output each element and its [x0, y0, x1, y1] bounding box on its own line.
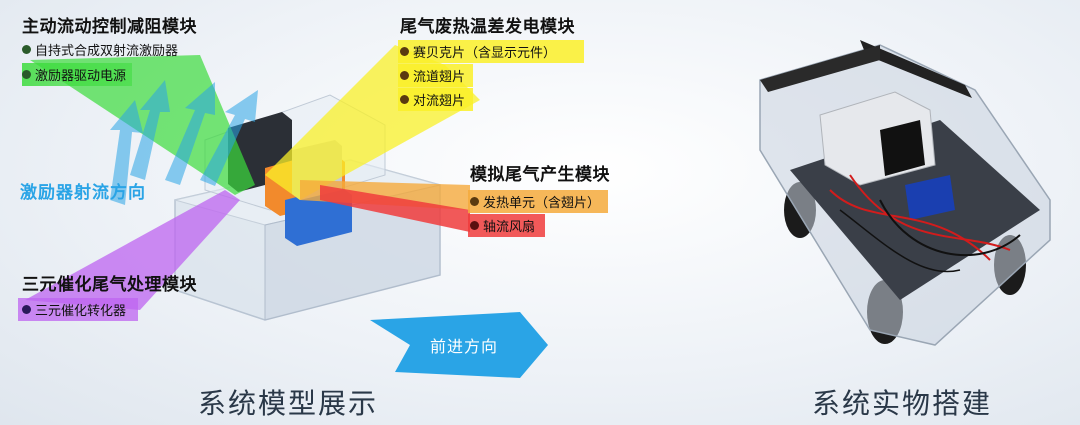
thermo-item-2-label: 流道翅片 — [413, 69, 466, 84]
forward-direction-label: 前进方向 — [430, 339, 499, 356]
red-beam — [320, 185, 470, 232]
active-item-2: 激励器驱动电源 — [22, 63, 133, 86]
bullet-icon — [470, 221, 479, 230]
forward-arrow-shape — [370, 312, 548, 378]
green-beam — [30, 55, 255, 195]
catalytic-module-title: 三元催化尾气处理模块 — [22, 275, 197, 294]
exhaust-sim-module-title: 模拟尾气产生模块 — [470, 165, 610, 184]
jet-arrows — [110, 80, 258, 205]
bullet-icon — [22, 45, 31, 54]
bullet-icon — [22, 70, 31, 79]
bullet-icon — [400, 71, 409, 80]
physical-car-body — [759, 40, 1051, 346]
active-item-2-label: 激励器驱动电源 — [35, 68, 127, 83]
thermo-item-1-label: 赛贝克片（含显示元件） — [413, 45, 557, 60]
active-item-1: 自持式合成双射流激励器 — [22, 40, 178, 59]
model-caption: 系统模型展示 — [198, 388, 379, 419]
purple-beam — [25, 190, 240, 310]
exhaust-sim-item-1-label: 发热单元（含翅片） — [483, 195, 601, 210]
active-module-title: 主动流动控制减阻模块 — [22, 17, 197, 36]
bullet-icon — [22, 305, 31, 314]
exhaust-sim-item-2: 轴流风扇 — [468, 214, 546, 237]
thermo-item-3-label: 对流翅片 — [413, 93, 466, 108]
jet-direction-label: 激励器射流方向 — [20, 183, 146, 202]
bullet-icon — [470, 197, 479, 206]
thermo-item-2: 流道翅片 — [398, 64, 474, 87]
thermo-item-3: 对流翅片 — [398, 88, 474, 111]
catalytic-item-1-label: 三元催化转化器 — [35, 303, 127, 318]
physical-caption: 系统实物搭建 — [812, 388, 993, 419]
exhaust-sim-item-2-label: 轴流风扇 — [483, 219, 536, 234]
thermo-module-title: 尾气废热温差发电模块 — [400, 17, 575, 36]
bullet-icon — [400, 95, 409, 104]
bullet-icon — [400, 47, 409, 56]
thermo-item-1: 赛贝克片（含显示元件） — [398, 40, 585, 63]
catalytic-item-1: 三元催化转化器 — [18, 298, 139, 321]
exhaust-sim-item-1: 发热单元（含翅片） — [468, 190, 609, 213]
active-item-1-label: 自持式合成双射流激励器 — [35, 43, 179, 58]
